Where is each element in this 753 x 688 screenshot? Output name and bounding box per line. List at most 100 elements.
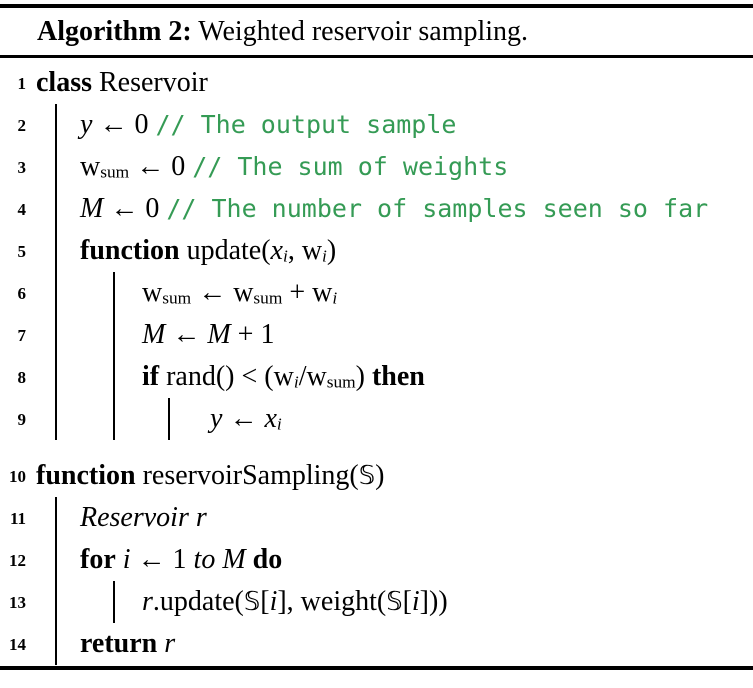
code-text: r.update(𝕊[i], weight(𝕊[i])) (0, 581, 753, 623)
code-token: sum (162, 288, 192, 308)
caption-rule (0, 55, 753, 58)
code-token: to (193, 544, 216, 575)
code-text: if rand() < (wi/wsum) then (0, 356, 753, 403)
code-token: ← (222, 403, 265, 434)
code-token: w (142, 277, 163, 308)
code-token: ← w (191, 277, 254, 308)
code-comment: // The sum of weights (192, 152, 509, 181)
code-token: w (80, 151, 101, 182)
line-number: 7 (17, 326, 27, 345)
code-token: x (264, 403, 277, 434)
code-token (116, 544, 123, 575)
algorithm-caption: Algorithm 2: Weighted reservoir sampling… (0, 8, 753, 55)
code-token: + w (282, 277, 333, 308)
code-keyword: class (36, 67, 92, 98)
code-token: [ (260, 586, 270, 617)
algorithm-caption-text: Weighted reservoir sampling. (191, 16, 529, 47)
code-token: i (282, 246, 288, 266)
block-indent-line (55, 356, 57, 398)
code-text: for i ← 1 to M do (0, 539, 753, 581)
line-number: 9 (17, 410, 27, 429)
top-rule (0, 4, 753, 8)
code-token: [ (402, 586, 412, 617)
code-text: y ← xi (0, 398, 753, 445)
code-keyword: do (252, 544, 283, 575)
code-token: Reservoir (92, 67, 208, 98)
block-indent-line (55, 104, 57, 146)
block-indent-line (55, 188, 57, 230)
code-text: wsum ← wsum + wi (0, 272, 753, 319)
line-number: 4 (17, 200, 27, 219)
code-token: /w (298, 361, 327, 392)
code-token: M (142, 319, 166, 350)
block-indent-line (55, 314, 57, 356)
block-indent-line (113, 272, 115, 314)
algorithm-line-9: 9 y ← xi (0, 398, 753, 440)
code-token: ])) (419, 586, 448, 617)
code-keyword: function (80, 235, 180, 266)
code-token: .update( (152, 586, 244, 617)
code-token: , w (287, 235, 323, 266)
code-token: x (270, 235, 283, 266)
code-token: sum (326, 372, 356, 392)
block-indent-line (113, 581, 115, 623)
line-number: 13 (9, 593, 26, 612)
line-number: 14 (9, 635, 26, 654)
code-text: M ← 0 // The number of samples seen so f… (0, 188, 753, 230)
code-comment: // The output sample (155, 110, 457, 139)
code-token: y (210, 403, 223, 434)
code-token: i (411, 586, 420, 617)
line-number: 2 (17, 116, 27, 135)
set-symbol: 𝕊 (386, 587, 403, 617)
code-text: wsum ← 0 // The sum of weights (0, 146, 753, 193)
code-text: function reservoirSampling(𝕊) (0, 455, 753, 497)
block-indent-line (113, 356, 115, 398)
block-indent-line (55, 146, 57, 188)
block-indent-line (55, 623, 57, 665)
code-token: r (142, 586, 153, 617)
code-token: M (222, 544, 246, 575)
line-number: 5 (17, 242, 27, 261)
code-keyword: for (80, 544, 116, 575)
block-indent-line (113, 314, 115, 356)
code-token: y (80, 109, 93, 140)
block-indent-line (55, 497, 57, 539)
code-token: sum (253, 288, 283, 308)
code-text: y ← 0 // The output sample (0, 104, 753, 146)
code-keyword: if (142, 361, 160, 392)
code-text: class Reservoir (0, 62, 753, 104)
code-token: ) (326, 235, 337, 266)
code-token: i (332, 288, 338, 308)
code-token: ← 1 (130, 544, 194, 575)
bottom-rule (0, 666, 753, 670)
code-token: i (276, 414, 282, 434)
code-token: ← 0 (103, 193, 167, 224)
code-token: i (122, 544, 131, 575)
code-keyword: function (36, 460, 136, 491)
block-indent-line (168, 398, 170, 440)
code-token: sum (100, 162, 130, 182)
algorithm-caption-label: Algorithm 2: (37, 16, 192, 47)
code-token: i (322, 246, 327, 266)
set-symbol: 𝕊 (358, 461, 376, 491)
code-keyword: then (371, 361, 425, 392)
line-number: 6 (17, 284, 27, 303)
block-indent-line (55, 272, 57, 314)
code-text: Reservoir r (0, 497, 753, 539)
block-indent-line (55, 539, 57, 581)
code-token: ← 0 (92, 109, 156, 140)
code-token: update( (179, 235, 271, 266)
code-text: function update(xi, wi) (0, 230, 753, 277)
